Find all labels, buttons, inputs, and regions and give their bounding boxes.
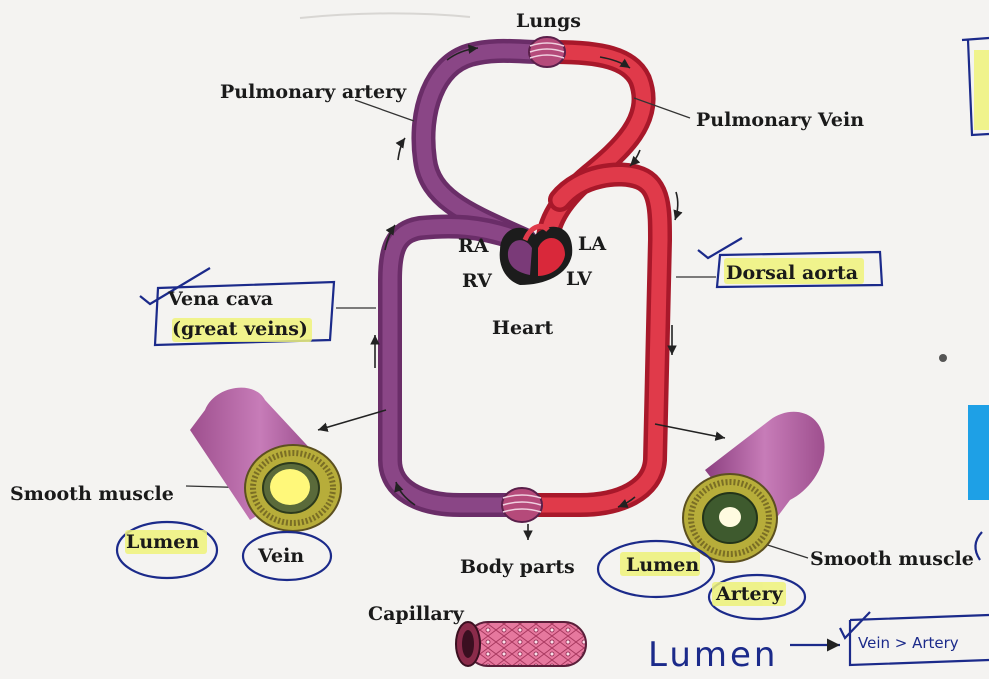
label-vena-cava-line2: (great veins) (172, 318, 308, 340)
ink-dot (939, 354, 947, 362)
label-pulmonary-artery: Pulmonary artery (220, 81, 407, 103)
handwritten-lumen: Lumen (648, 635, 778, 675)
label-lv: LV (566, 268, 593, 290)
pulmonary-vein-vessel (548, 52, 644, 250)
blue-tab-mark (968, 405, 989, 500)
paper-smudge (300, 13, 470, 18)
handwritten-vein-greater-artery: Vein > Artery (858, 634, 959, 652)
capillary-tube (456, 622, 586, 666)
label-lumen-right: Lumen (626, 554, 699, 576)
vena-cava-vessel (390, 226, 520, 505)
label-heart: Heart (492, 317, 553, 339)
label-capillary: Capillary (368, 603, 465, 625)
label-rv: RV (462, 270, 493, 292)
label-ra: RA (458, 235, 489, 257)
lungs-capillary-bed (529, 37, 565, 67)
label-la: LA (578, 233, 606, 255)
vein-cross-section (190, 388, 341, 531)
label-lungs: Lungs (516, 10, 581, 32)
label-dorsal-aorta: Dorsal aorta (726, 262, 858, 284)
heart (500, 226, 573, 285)
label-body-parts: Body parts (460, 556, 575, 578)
label-smooth-muscle-left: Smooth muscle (10, 483, 174, 505)
label-smooth-muscle-right: Smooth muscle (810, 548, 974, 570)
label-artery: Artery (715, 583, 784, 605)
label-pulmonary-vein: Pulmonary Vein (696, 109, 864, 131)
label-vein: Vein (257, 545, 304, 567)
label-lumen-left: Lumen (126, 531, 199, 553)
body-capillary-bed (502, 488, 542, 522)
label-vena-cava-line1: Vena cava (167, 288, 273, 310)
